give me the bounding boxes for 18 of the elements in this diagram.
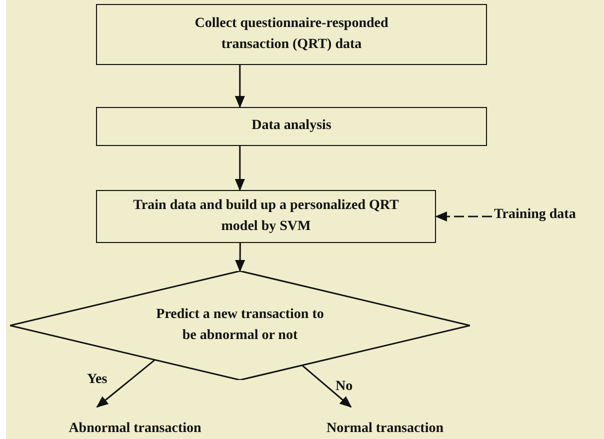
node-text: Train data and build up a personalized QRT model by SVM xyxy=(132,197,400,236)
text-label: Training data xyxy=(494,204,604,226)
text-label: Abnormal transaction xyxy=(40,419,230,439)
edge-label: Yes xyxy=(86,372,108,388)
process-box xyxy=(96,190,436,243)
arrow xyxy=(234,65,245,108)
node-text: Predict a new transaction to be abnormal or not xyxy=(155,306,325,344)
arrow xyxy=(235,243,246,272)
arrow xyxy=(435,212,492,222)
process-box xyxy=(96,107,487,146)
process-box xyxy=(96,4,487,65)
arrow xyxy=(234,146,245,191)
text-label: Normal transaction xyxy=(300,419,470,439)
node-text: Data analysis xyxy=(252,117,332,136)
arrow xyxy=(302,364,352,408)
edge-label: No xyxy=(336,379,353,396)
node-text: Collect questionnaire-responded transaction (QRT) data xyxy=(194,15,390,54)
arrow xyxy=(96,359,156,408)
